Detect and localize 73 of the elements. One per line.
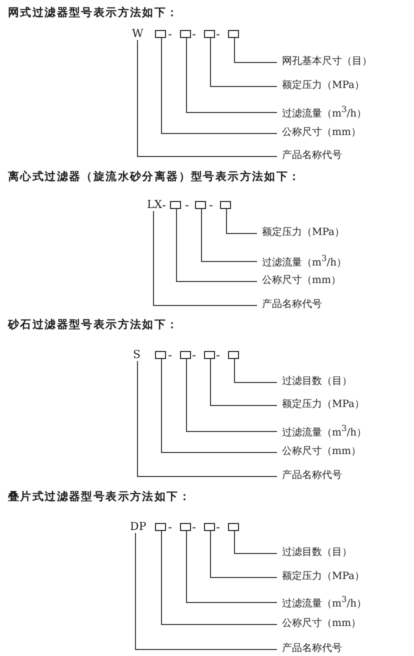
placeholder-box bbox=[228, 351, 239, 359]
placeholder-box bbox=[204, 351, 215, 359]
code-prefix: W bbox=[132, 28, 144, 40]
placeholder-box bbox=[170, 201, 181, 209]
hyphen: - bbox=[192, 349, 196, 361]
section-heading: 砂石过滤器型号表示方法如下： bbox=[8, 318, 179, 332]
placeholder-box bbox=[180, 30, 191, 38]
field-description: 额定压力（MPa） bbox=[277, 80, 364, 92]
hyphen: - bbox=[168, 349, 172, 361]
field-description: 过滤流量（m$^{3}$/h） bbox=[277, 103, 367, 120]
field-description: 网孔基本尺寸（目） bbox=[277, 56, 372, 68]
field-description: 过滤目数（目） bbox=[277, 376, 352, 388]
placeholder-box bbox=[155, 30, 166, 38]
field-description: 过滤目数（目） bbox=[277, 547, 352, 559]
leader-line bbox=[234, 38, 278, 63]
hyphen: - bbox=[168, 28, 172, 40]
hyphen: - bbox=[192, 521, 196, 533]
placeholder-box bbox=[155, 351, 166, 359]
leader-line bbox=[234, 358, 278, 383]
field-description: 过滤流量（m$^{3}$/h） bbox=[257, 252, 347, 270]
hyphen: - bbox=[168, 521, 172, 533]
placeholder-box bbox=[180, 351, 191, 359]
hyphen: - bbox=[209, 199, 214, 211]
field-description: 过滤流量（m$^{3}$/h） bbox=[277, 593, 367, 610]
section-heading: 网式过滤器型号表示方法如下： bbox=[8, 6, 179, 20]
field-description: 公称尺寸（mm） bbox=[277, 446, 361, 458]
placeholder-box bbox=[220, 201, 231, 209]
hyphen: - bbox=[216, 521, 220, 533]
leader-line bbox=[186, 38, 278, 113]
leader-line bbox=[186, 358, 278, 432]
section-heading: 叠片式过滤器型号表示方法如下： bbox=[8, 490, 191, 504]
leader-line bbox=[226, 208, 258, 234]
hyphen: - bbox=[162, 199, 166, 211]
placeholder-box bbox=[204, 30, 215, 38]
hyphen: - bbox=[216, 28, 220, 40]
leader-line bbox=[137, 40, 278, 157]
code-prefix: DP bbox=[130, 521, 146, 533]
placeholder-box bbox=[228, 523, 239, 531]
leader-line bbox=[210, 38, 278, 87]
field-description: 额定压力（MPa） bbox=[277, 571, 364, 583]
field-description: 额定压力（MPa） bbox=[277, 399, 364, 411]
leader-line bbox=[153, 210, 258, 306]
leader-line bbox=[135, 532, 278, 650]
placeholder-box bbox=[155, 523, 166, 531]
leader-line bbox=[161, 358, 278, 453]
placeholder-box bbox=[195, 201, 206, 209]
field-description: 产品名称代号 bbox=[277, 470, 342, 482]
field-description: 公称尺寸（mm） bbox=[257, 275, 341, 287]
field-description: 公称尺寸（mm） bbox=[277, 618, 361, 630]
field-description: 产品名称代号 bbox=[277, 643, 342, 655]
leader-line bbox=[137, 360, 278, 477]
placeholder-box bbox=[180, 523, 191, 531]
leader-line bbox=[186, 530, 278, 603]
field-description: 过滤流量（m$^{3}$/h） bbox=[277, 422, 367, 440]
code-prefix: LX bbox=[147, 199, 162, 211]
leader-line bbox=[210, 358, 278, 406]
field-description: 公称尺寸（mm） bbox=[277, 127, 361, 139]
leader-line bbox=[161, 38, 278, 134]
hyphen: - bbox=[192, 28, 196, 40]
leader-line bbox=[210, 530, 278, 578]
leader-line bbox=[161, 530, 278, 625]
placeholder-box bbox=[204, 523, 215, 531]
code-prefix: S bbox=[133, 349, 141, 361]
leader-line bbox=[176, 208, 258, 282]
section-heading: 离心式过滤器（旋流水砂分离器）型号表示方法如下： bbox=[8, 170, 301, 184]
leader-line bbox=[234, 530, 278, 554]
hyphen: - bbox=[185, 199, 190, 211]
leader-line bbox=[201, 208, 258, 262]
field-description: 产品名称代号 bbox=[257, 299, 322, 311]
hyphen: - bbox=[216, 349, 220, 361]
field-description: 产品名称代号 bbox=[277, 150, 342, 162]
field-description: 额定压力（MPa） bbox=[257, 227, 344, 239]
placeholder-box bbox=[228, 30, 239, 38]
